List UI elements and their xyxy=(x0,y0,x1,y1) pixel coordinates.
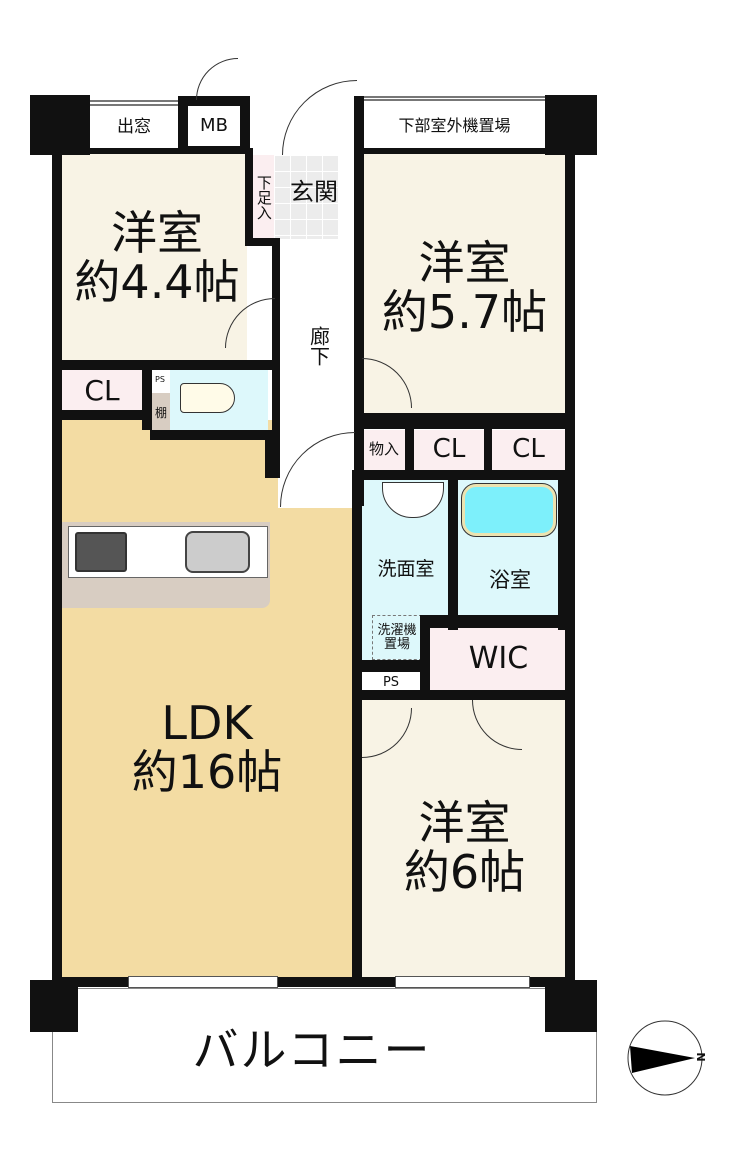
closet-bedroom1 xyxy=(62,370,142,412)
wall xyxy=(30,980,78,1032)
wall xyxy=(352,470,567,480)
wall xyxy=(272,238,280,478)
wall xyxy=(565,150,575,985)
bedroom2-name: 洋室 xyxy=(418,236,511,291)
balcony-label: バルコニー xyxy=(192,1022,432,1077)
hallway-label: 廊下 xyxy=(306,326,331,366)
bedroom-6 xyxy=(362,700,567,980)
wall xyxy=(265,430,278,478)
ldk-label: LDK 約16帖 xyxy=(62,685,352,810)
entrance xyxy=(274,155,338,239)
bedroom-4-4 xyxy=(62,152,247,360)
wic xyxy=(430,628,567,690)
wall xyxy=(52,977,575,987)
wall xyxy=(30,95,90,155)
ps-small-label: PS xyxy=(155,374,165,384)
laundry-label: 洗濯機置場 xyxy=(377,623,417,652)
wall xyxy=(484,428,492,473)
ldk-window xyxy=(128,976,278,988)
ldk-size: 約16帖 xyxy=(131,744,283,799)
bathtub-icon xyxy=(461,483,557,537)
closet-label: CL xyxy=(84,374,120,408)
wall xyxy=(354,96,364,506)
wall xyxy=(545,980,597,1032)
stove-icon xyxy=(75,532,127,572)
shoe-closet xyxy=(252,155,274,239)
ldk xyxy=(62,420,354,980)
wall xyxy=(448,480,458,630)
toilet-icon xyxy=(180,383,235,413)
bedroom3-size: 約6帖 xyxy=(403,844,526,899)
wall xyxy=(245,148,253,243)
outdoor-unit-label: 下部室外機置場 xyxy=(398,115,511,135)
entrance-label: 玄関 xyxy=(290,178,338,207)
bedroom2-size: 約5.7帖 xyxy=(381,284,548,339)
closet-bedroom2-a xyxy=(414,430,484,470)
wall xyxy=(362,660,422,672)
wall xyxy=(420,615,430,700)
wall xyxy=(558,480,567,630)
bedroom3-window xyxy=(395,976,530,988)
storage-label: 物入 xyxy=(368,440,399,459)
wall xyxy=(52,150,62,985)
balcony xyxy=(52,988,597,1103)
wall xyxy=(362,690,567,700)
bedroom1-size: 約4.4帖 xyxy=(74,254,240,309)
bay-window xyxy=(90,100,178,150)
wall xyxy=(150,430,278,440)
wall xyxy=(352,480,362,980)
washroom-label: 洗面室 xyxy=(377,558,435,581)
ps-label: PS xyxy=(382,675,400,691)
ps-small xyxy=(152,370,168,390)
closet-label: CL xyxy=(512,434,545,465)
bay-window-label: 出窓 xyxy=(117,117,151,138)
wic-label: WIC xyxy=(468,641,529,677)
shelf-label: 棚 xyxy=(154,405,167,420)
wall xyxy=(52,148,252,154)
bedroom2-label: 洋室 約5.7帖 xyxy=(362,225,567,350)
wall xyxy=(420,615,567,628)
wall xyxy=(545,95,597,155)
mb-inner xyxy=(188,106,240,146)
closet-label: CL xyxy=(432,434,466,465)
bathroom-label: 浴室 xyxy=(489,567,531,592)
bedroom3-label: 洋室 約6帖 xyxy=(362,785,567,910)
compass-icon xyxy=(627,1020,703,1096)
wall xyxy=(362,148,567,154)
mb-label: MB xyxy=(200,114,228,136)
wall xyxy=(362,413,567,429)
shelf xyxy=(152,393,170,433)
wall xyxy=(405,428,414,473)
closet-bedroom2-b xyxy=(492,430,565,470)
sink-icon xyxy=(185,531,250,573)
compass-north-label: N xyxy=(693,1052,707,1062)
wall xyxy=(245,238,280,246)
wall xyxy=(52,360,274,370)
storage xyxy=(362,430,406,470)
bedroom1-label: 洋室 約4.4帖 xyxy=(62,195,252,320)
wall xyxy=(142,360,152,430)
bedroom1-name: 洋室 xyxy=(111,206,203,261)
bedroom3-name: 洋室 xyxy=(418,796,511,851)
wall xyxy=(52,410,152,420)
shoe-closet-label: 下足入 xyxy=(254,174,273,220)
ps xyxy=(362,672,420,694)
ldk-name: LDK xyxy=(161,696,253,751)
